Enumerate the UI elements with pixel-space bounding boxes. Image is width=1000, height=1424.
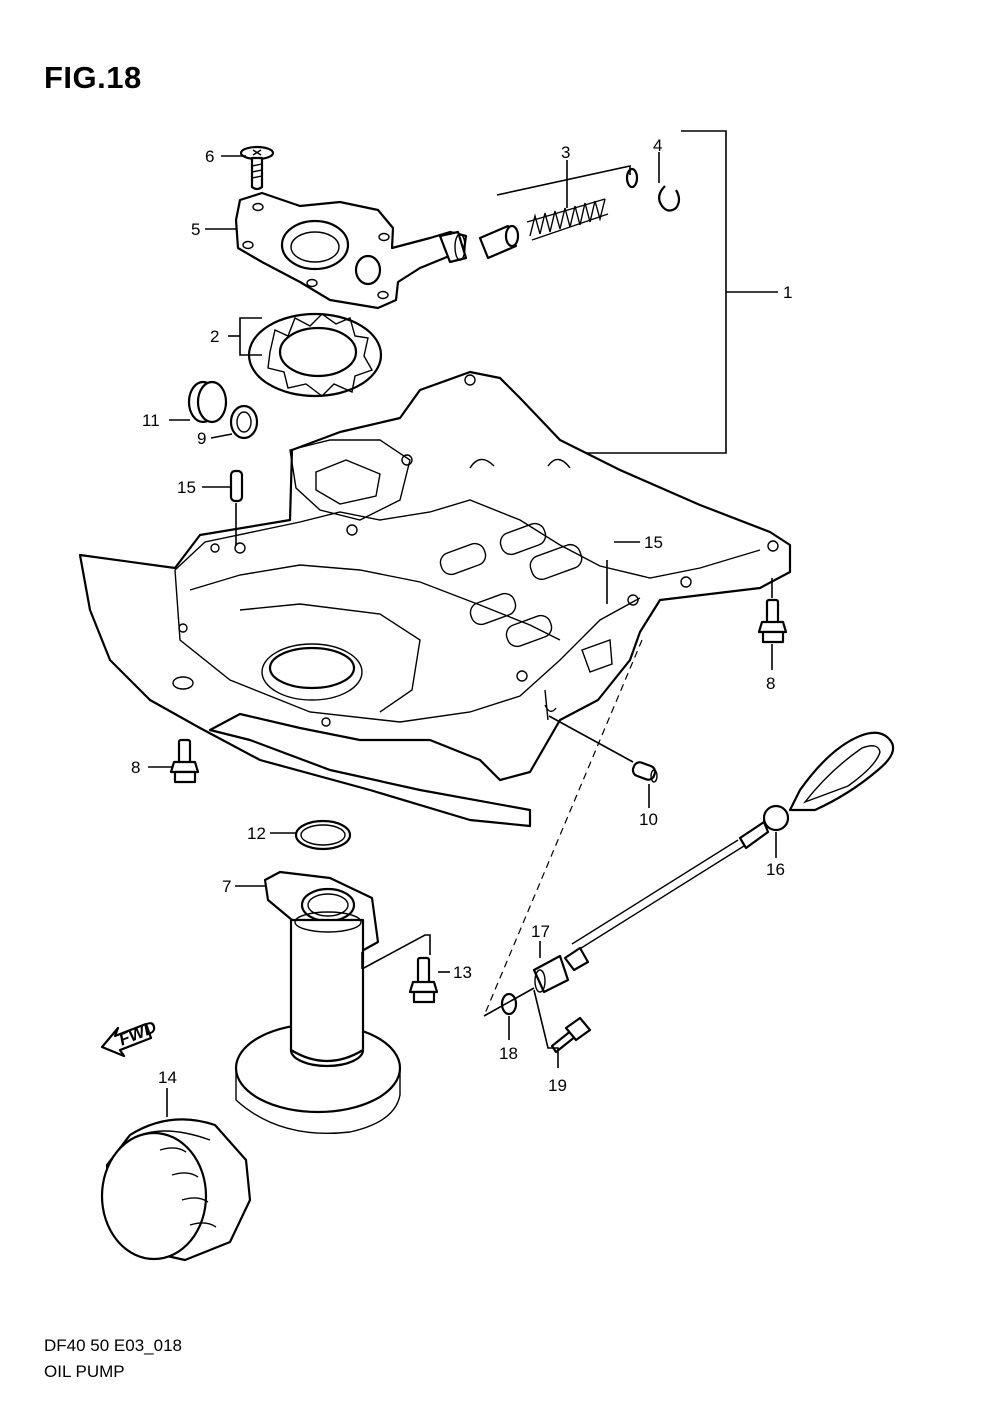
callout-8-left: 8 <box>131 758 140 777</box>
part-11-plug <box>187 380 228 424</box>
callout-17: 17 <box>531 922 550 941</box>
part-18-o-ring <box>500 992 518 1016</box>
callout-12: 12 <box>247 824 266 843</box>
figure-title: FIG.18 <box>44 60 142 95</box>
drawing-code: DF40 50 E03_018 <box>44 1336 182 1355</box>
callout-4: 4 <box>653 136 662 155</box>
callout-2: 2 <box>210 327 219 346</box>
part-8-bolt-left <box>169 738 200 784</box>
part-17-guide <box>532 954 570 994</box>
part-8-bolt-right <box>757 598 788 644</box>
part-13-bolt <box>408 956 439 1004</box>
part-10-plug <box>631 761 658 783</box>
part-3-relief-valve <box>478 167 639 260</box>
assembly-bracket <box>565 130 778 454</box>
part-5-pump-cover <box>234 191 468 310</box>
part-16-dipstick <box>563 731 895 972</box>
callout-5: 5 <box>191 220 200 239</box>
part-19-bolt <box>550 1016 592 1054</box>
callout-3: 3 <box>561 143 570 162</box>
main-housing <box>78 370 792 828</box>
leader-lines <box>148 155 777 1117</box>
callout-18: 18 <box>499 1044 518 1063</box>
callout-labels: 1 2 3 4 5 6 7 8 8 9 10 11 12 13 14 15 15… <box>131 136 792 1095</box>
fwd-label: FWD <box>116 1017 159 1049</box>
part-9-gasket <box>229 404 259 440</box>
part-7-oil-strainer <box>234 870 402 1135</box>
part-15-pin-left <box>229 469 244 503</box>
callout-15-right: 15 <box>644 533 663 552</box>
forward-arrow-icon: FWD <box>100 1017 159 1058</box>
callout-7: 7 <box>222 877 231 896</box>
callout-15-left: 15 <box>177 478 196 497</box>
callout-10: 10 <box>639 810 658 829</box>
callout-16: 16 <box>766 860 785 879</box>
part-12-o-ring <box>294 819 352 851</box>
part-2-rotor-set <box>247 312 383 398</box>
callout-19: 19 <box>548 1076 567 1095</box>
part-4-circlip <box>658 185 681 212</box>
drawing-name: OIL PUMP <box>44 1362 125 1381</box>
callout-9: 9 <box>197 429 206 448</box>
callout-6: 6 <box>205 147 214 166</box>
callout-14: 14 <box>158 1068 177 1087</box>
part-6-screw <box>239 145 275 191</box>
callout-1: 1 <box>783 283 792 302</box>
part-14-oil-filter <box>100 1118 252 1262</box>
callout-11: 11 <box>142 411 160 430</box>
callout-8-right: 8 <box>766 674 775 693</box>
callout-13: 13 <box>453 963 472 982</box>
